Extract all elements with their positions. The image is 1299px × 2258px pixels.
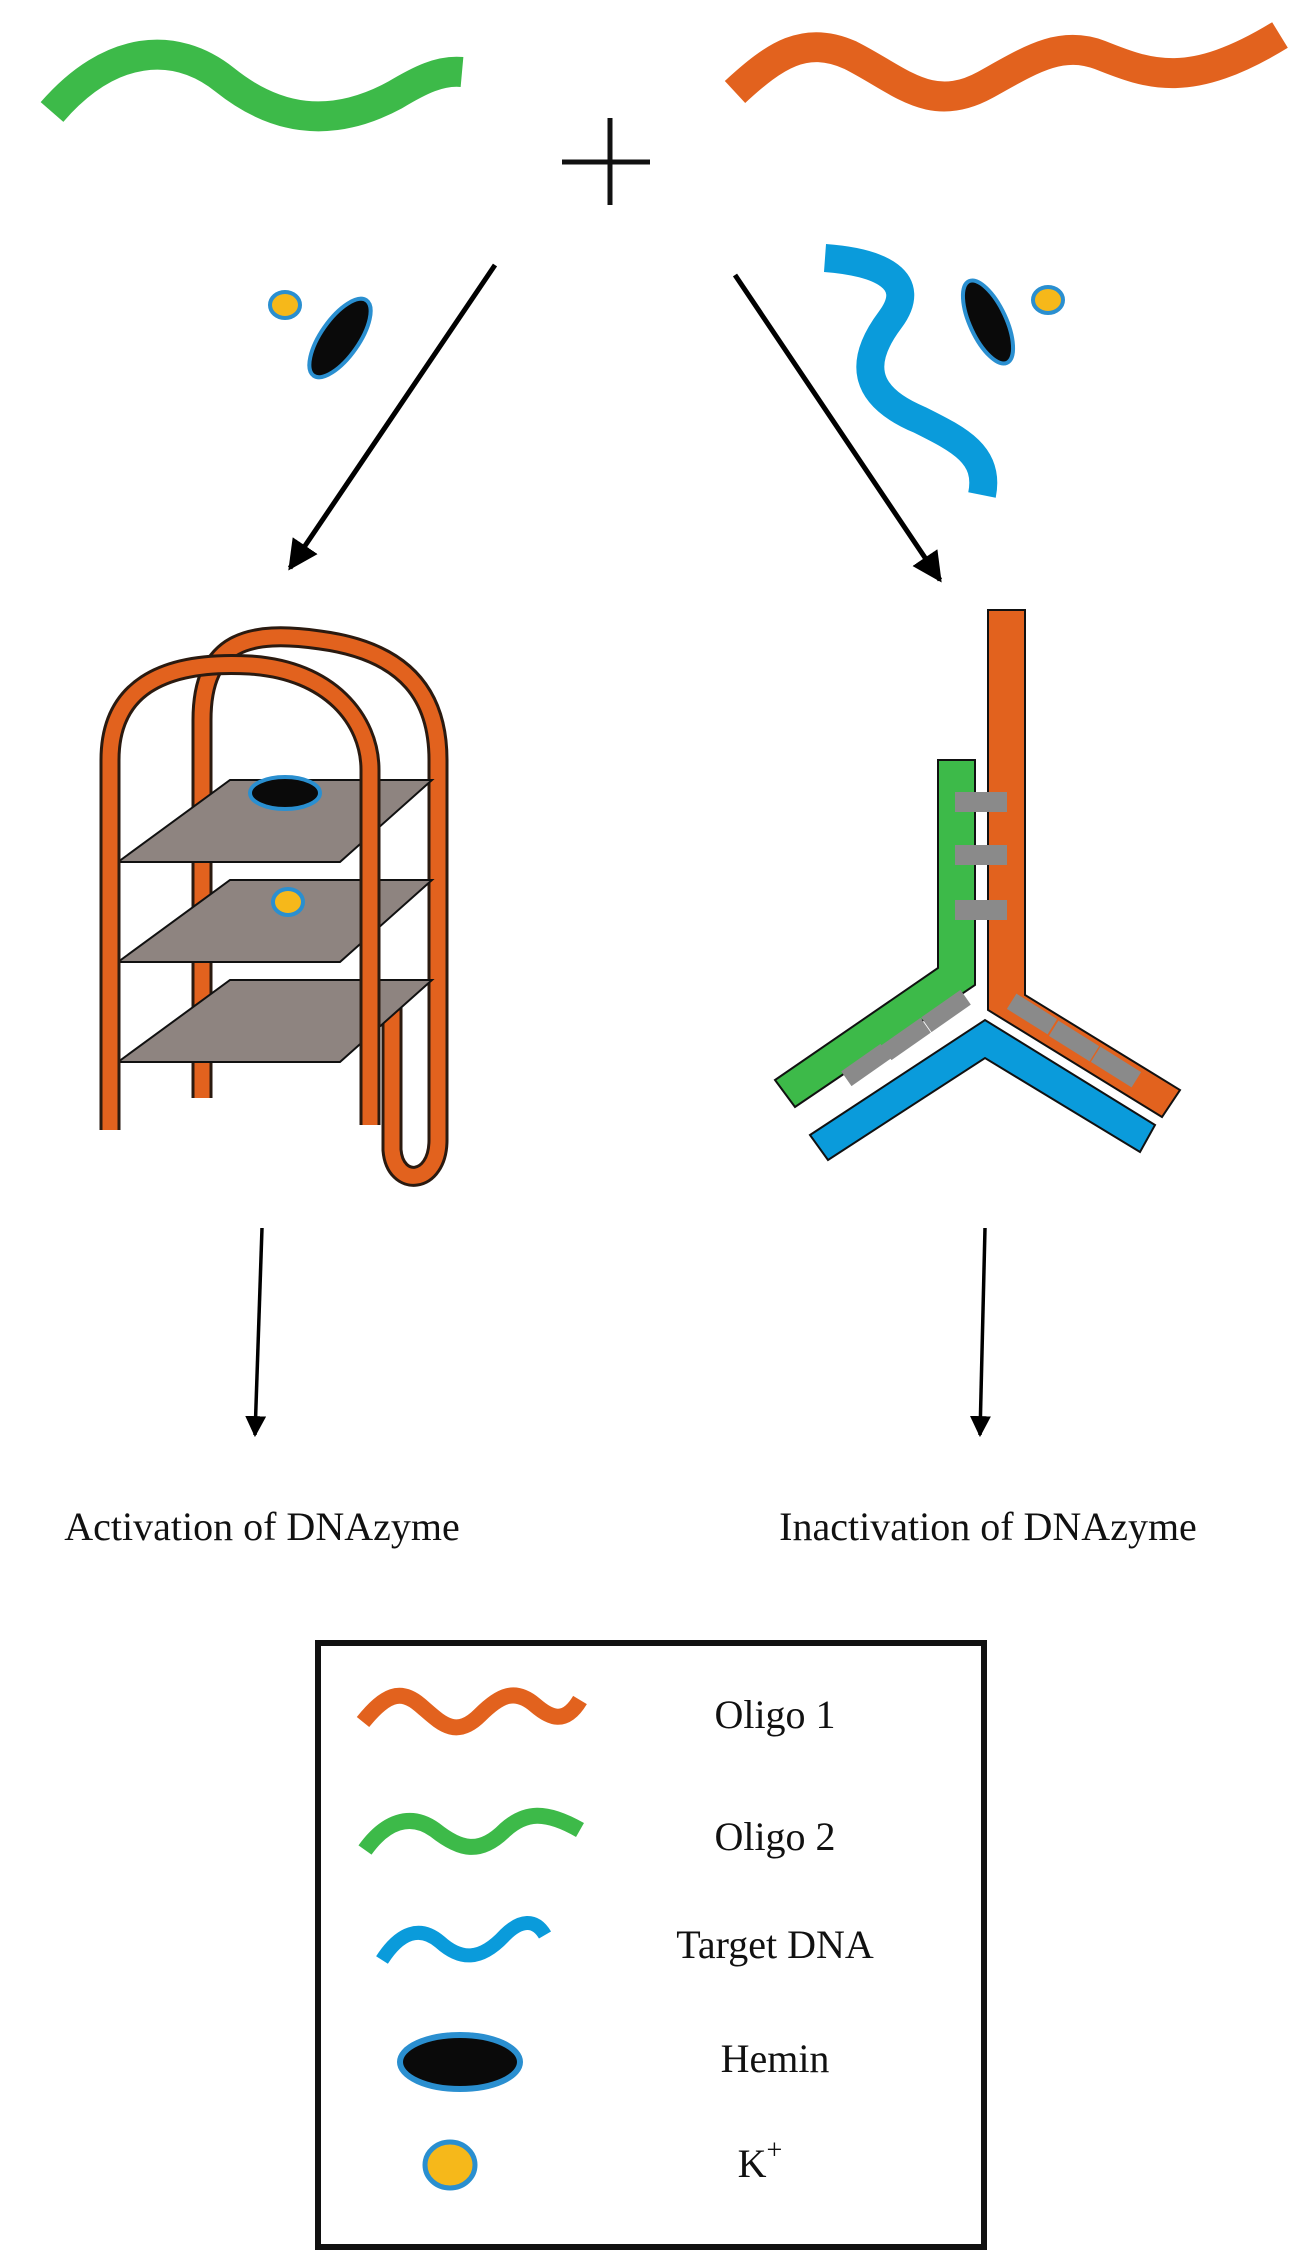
target-dna-strand-icon bbox=[376, 1916, 552, 1964]
result-arrow-right bbox=[969, 1227, 991, 1438]
hemin-icon bbox=[397, 2032, 523, 2092]
legend: Oligo 1 Oligo 2 Target DNA Hemin K+ bbox=[315, 1640, 987, 2250]
legend-label: Hemin bbox=[721, 2036, 830, 2081]
legend-label: Oligo 2 bbox=[714, 1814, 835, 1859]
k-ion-label: K bbox=[738, 2141, 767, 2186]
k-ion-icon bbox=[422, 2139, 478, 2191]
three-way-junction-structure bbox=[773, 609, 1182, 1162]
target-dna-strand bbox=[823, 244, 998, 498]
plus-operator bbox=[562, 118, 650, 205]
oligo2-strand bbox=[40, 39, 464, 132]
legend-label: K+ bbox=[738, 2135, 783, 2186]
hemin bbox=[307, 296, 373, 380]
g-quadruplex-structure bbox=[99, 626, 449, 1187]
legend-label: Target DNA bbox=[676, 1922, 874, 1967]
quadruplex-front-strand bbox=[102, 656, 378, 1130]
g-tetrad-plane bbox=[114, 879, 435, 963]
quadruplex-back-strand bbox=[194, 629, 446, 1184]
legend-frame bbox=[315, 1640, 987, 2250]
k-ion bbox=[271, 887, 305, 917]
pathway-arrow-left bbox=[287, 263, 498, 571]
result-arrow-left bbox=[245, 1227, 267, 1438]
k-ion-charge: + bbox=[767, 2135, 783, 2166]
hemin bbox=[960, 278, 1016, 366]
k-ion bbox=[268, 290, 302, 320]
activation-label: Activation of DNAzyme bbox=[64, 1504, 459, 1549]
pathway-arrow-right bbox=[732, 273, 943, 583]
oligo1-strand-icon bbox=[356, 1687, 587, 1736]
legend-label: Oligo 1 bbox=[714, 1692, 835, 1737]
oligo2-strand-icon bbox=[358, 1807, 584, 1855]
oligo1-strand bbox=[724, 22, 1288, 112]
inactivation-label: Inactivation of DNAzyme bbox=[779, 1504, 1197, 1549]
hemin bbox=[248, 775, 322, 811]
k-ion bbox=[1031, 285, 1065, 315]
